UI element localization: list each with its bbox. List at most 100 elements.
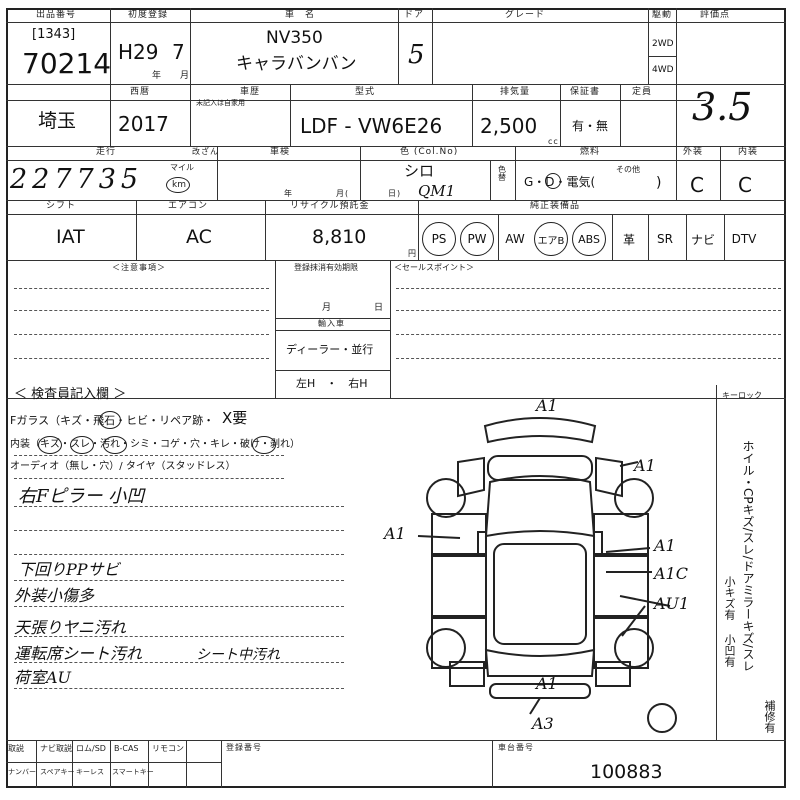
bottom-smart-key: スマートキー: [112, 768, 154, 776]
shift-label: シフト: [46, 201, 77, 211]
model-year-value: 2017: [118, 112, 169, 136]
import-value: ディーラー・並行: [286, 343, 374, 356]
inspection-day-unit: 日): [388, 189, 402, 198]
small-dent-note: 小凹有: [723, 634, 736, 667]
note-pillar: 右Fピラー 小凹: [18, 486, 145, 507]
inspection-year-unit: 年: [284, 189, 293, 198]
model-type-label: 型式: [355, 87, 376, 97]
chip-circle: [99, 411, 121, 429]
note-headliner: 天張りヤニ汚れ: [14, 618, 127, 637]
year-unit: 年: [152, 71, 163, 81]
rub-circle: [70, 436, 94, 454]
model-code: LDF - VW6E26: [300, 114, 443, 138]
drive-label: 駆動: [652, 10, 673, 20]
mileage-unit-km: km: [172, 180, 186, 190]
inspection-month-unit: 月(: [336, 189, 350, 198]
equip-sr: SR: [657, 232, 673, 246]
equip-ps: PS: [422, 222, 456, 256]
color-value: シロ: [404, 162, 435, 180]
lot-number: 70214: [22, 47, 112, 80]
color-code: QM1: [418, 182, 456, 200]
bottom-rom-sd: ロム/SD: [76, 744, 106, 753]
shift-value: IAT: [56, 226, 85, 248]
car-name-label: 車 名: [285, 10, 316, 20]
chassis-number: 100883: [590, 761, 663, 783]
reg-day-unit: 日: [374, 303, 385, 313]
damage-right-door-c: A1C: [654, 564, 688, 583]
score-label: 評価点: [700, 10, 731, 20]
exterior-label: 外装: [683, 147, 704, 157]
exterior-grade: C: [690, 173, 704, 197]
bottom-spare-key: スペアキー: [40, 768, 75, 776]
grade-label: グレード: [505, 10, 546, 20]
chassis-no-label: 車台番号: [498, 743, 534, 752]
import-label: 輸入車: [318, 319, 345, 328]
bottom-keyless: キーレス: [76, 768, 104, 776]
damage-front-bumper: A1: [536, 396, 558, 415]
vehicle-history-label: 車歴: [240, 87, 261, 97]
notes-label: ＜注意事項＞: [112, 263, 166, 272]
displacement-label: 排気量: [500, 87, 531, 97]
wheel-mirror-note: ホイル・CPキズ/スレ/ドアミラーキズ/スレ: [741, 440, 755, 672]
damage-rear-bumper: A3: [532, 714, 554, 733]
first-reg-era: H29: [118, 40, 159, 64]
bottom-navi-manual: ナビ取説: [40, 744, 72, 753]
fuel-label: 燃料: [580, 147, 601, 157]
note-driver-seat: 運転席シート汚れ: [14, 644, 143, 663]
equip-dtv: DTV: [731, 232, 757, 246]
fuel-diesel-circle: [545, 173, 561, 189]
color-label: 色 (Col.No): [400, 147, 459, 157]
warranty-value: 有・無: [572, 119, 609, 133]
door-count: 5: [408, 40, 425, 70]
repair-note: 補修有: [763, 700, 776, 733]
drive-2wd: 2WD: [652, 39, 674, 49]
key-lock-label: キーロック: [722, 391, 762, 400]
first-reg-month: 7: [172, 40, 185, 64]
fuel-close: ): [656, 175, 662, 191]
recycle-unit: 円: [408, 249, 417, 258]
car-name-line2: キャラバンバン: [236, 54, 357, 74]
equip-aw: AW: [505, 232, 525, 246]
car-name-line1: NV350: [266, 28, 323, 48]
scratch-circle: [38, 436, 62, 454]
model-year-label: 西暦: [130, 87, 151, 97]
aircon-value: AC: [186, 226, 212, 248]
stain-circle: [103, 436, 127, 454]
history-note: 未記入は自家用: [196, 99, 245, 107]
reg-no-label: 登録番号: [226, 743, 262, 752]
note-cargo: 荷室AU: [14, 668, 72, 687]
drive-4wd: 4WD: [652, 65, 674, 75]
inspection-label: 車検: [270, 147, 291, 157]
color-change-label: 色替: [498, 165, 506, 182]
location: 埼玉: [38, 110, 77, 132]
inspector-heading: ＜ 検査員記入欄 ＞: [14, 387, 127, 402]
note-exterior-scratches: 外装小傷多: [14, 586, 95, 605]
equip-navi: ナビ: [690, 232, 715, 247]
reg-valid-label: 登録抹消有効期限: [294, 263, 358, 272]
windshield-mark: X要: [222, 409, 248, 427]
mileage-unit-mile: マイル: [170, 163, 194, 172]
score-value: 3.5: [692, 85, 753, 129]
capacity-label: 定員: [632, 87, 653, 97]
damage-left-side: A1: [384, 524, 406, 543]
bottom-manual: 取説: [8, 744, 24, 753]
warranty-label: 保証書: [570, 87, 601, 97]
equip-airbag: エアB: [534, 222, 568, 256]
reg-month-unit: 月: [322, 303, 333, 313]
recycle-label: リサイクル預託金: [290, 201, 370, 211]
bottom-bcas: B-CAS: [114, 744, 139, 753]
tear-circle: [252, 436, 276, 454]
audio-tire-line: オーディオ（無し・穴）/ タイヤ（スタッドレス）: [10, 461, 236, 472]
month-unit: 月: [180, 71, 191, 81]
displacement-value: 2,500: [480, 114, 538, 138]
equipment-label: 純正装備品: [530, 201, 581, 211]
car-damage-diagram: [417, 417, 677, 733]
displacement-unit: cc: [548, 137, 559, 146]
damage-rear-gate: A1: [536, 674, 558, 693]
note-underbody: 下回りPPサビ: [18, 560, 120, 579]
first-registration-label: 初度登録: [128, 10, 169, 20]
sales-point-label: ＜セールスポイント＞: [394, 263, 474, 272]
km-circle: [166, 177, 190, 193]
damage-front-right-fender: A1: [634, 456, 656, 475]
lot-bracket-number: [1343]: [32, 27, 76, 42]
